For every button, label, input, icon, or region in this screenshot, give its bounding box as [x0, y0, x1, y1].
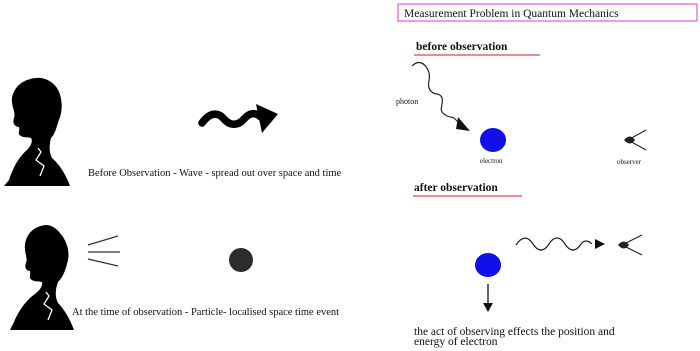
wave-caption: Before Observation - Wave - spread out o… — [88, 168, 342, 179]
head-silhouette-icon — [4, 77, 70, 186]
photon-wave-icon — [515, 237, 605, 251]
after-heading: after observation — [414, 182, 498, 194]
conclusion-line-1: the act of observing effects the positio… — [414, 326, 615, 338]
down-arrow-icon — [483, 284, 493, 312]
electron-icon — [475, 253, 501, 277]
electron-icon — [480, 128, 506, 152]
before-heading: before observation — [416, 41, 508, 53]
wave-arrow-icon — [198, 104, 278, 133]
particle-caption: At the time of observation - Particle- l… — [72, 307, 339, 318]
photon-wave-icon — [411, 61, 470, 131]
sight-lines-icon — [87, 235, 120, 267]
eye-icon — [618, 234, 643, 256]
particle-dot-icon — [229, 248, 253, 272]
conclusion-line-2: energy of electron — [414, 336, 498, 348]
collar-detail — [43, 291, 53, 321]
photon-label: photon — [396, 97, 418, 106]
collar-detail — [35, 147, 45, 177]
observer-label: observer — [617, 158, 642, 166]
diagram-title: Measurement Problem in Quantum Mechanics — [404, 8, 619, 20]
electron-label: electron — [480, 157, 503, 165]
title-box: Measurement Problem in Quantum Mechanics — [397, 3, 698, 22]
eye-icon — [624, 129, 647, 151]
head-silhouette-icon — [10, 225, 74, 330]
